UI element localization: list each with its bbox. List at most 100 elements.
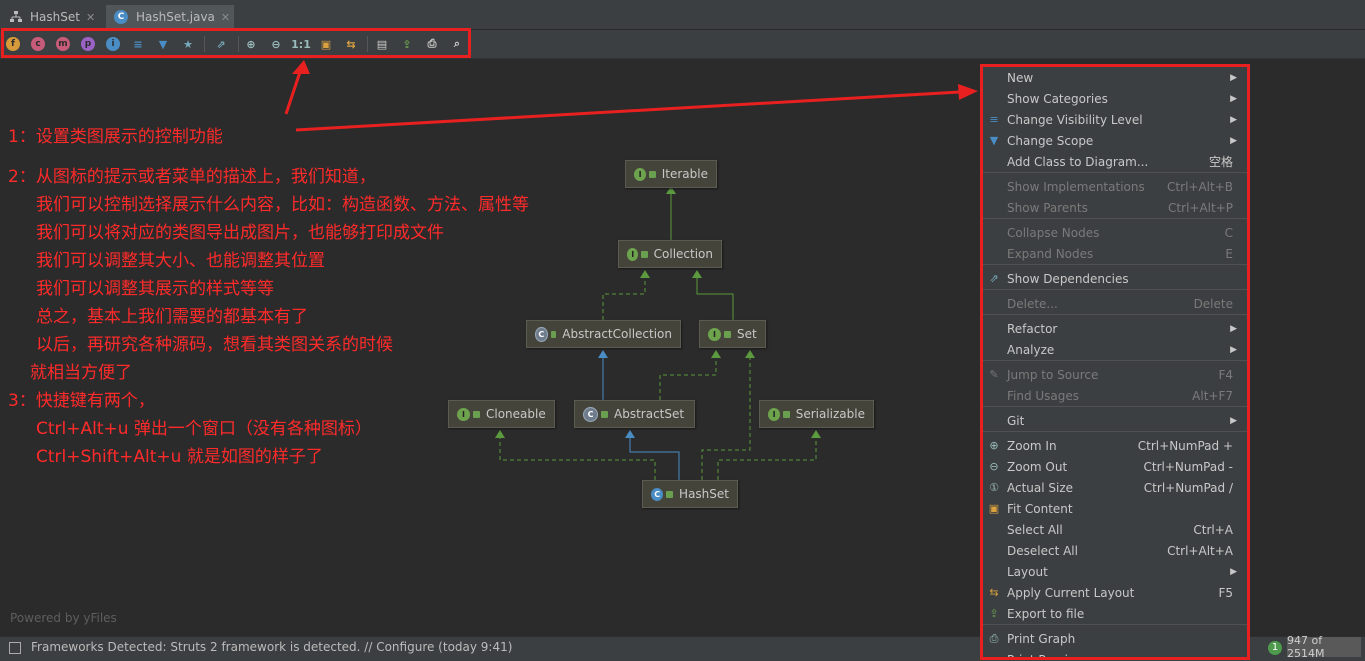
panel-toggle-icon[interactable] xyxy=(9,642,21,654)
node-cloneable[interactable]: I Cloneable xyxy=(448,400,555,428)
node-collection[interactable]: I Collection xyxy=(618,240,722,268)
menu-item-git[interactable]: Git▶ xyxy=(983,410,1247,431)
node-hashset[interactable]: C HashSet xyxy=(642,480,738,508)
inner-classes-toggle-icon: i xyxy=(106,37,120,51)
menu-item-show-categories[interactable]: Show Categories▶ xyxy=(983,88,1247,109)
status-message[interactable]: Frameworks Detected: Struts 2 framework … xyxy=(31,640,513,654)
print-preview-button[interactable]: ⌕ xyxy=(449,36,465,52)
save-button[interactable]: ▤ xyxy=(374,36,390,52)
menu-item-analyze[interactable]: Analyze ▶ xyxy=(983,339,1247,360)
menu-item-refactor[interactable]: Refactor▶ xyxy=(983,318,1247,339)
menu-separator xyxy=(983,172,1247,173)
interface-icon: I xyxy=(627,247,639,261)
constructors-toggle-button[interactable]: c xyxy=(30,36,46,52)
inner-classes-toggle-button[interactable]: i xyxy=(105,36,121,52)
properties-toggle-button[interactable]: p xyxy=(80,36,96,52)
menu-item-label: Add Class to Diagram... xyxy=(1007,154,1149,169)
actual-size-icon: ① xyxy=(989,481,999,494)
menu-item-shortcut: Ctrl+Alt+B xyxy=(1167,179,1233,194)
tab-hashset-diagram[interactable]: HashSet ✕ xyxy=(0,5,104,29)
fit-content-button[interactable]: ▣ xyxy=(318,36,334,52)
abstract-class-icon: C xyxy=(535,326,548,342)
menu-item-fit-content[interactable]: ▣Fit Content xyxy=(983,498,1247,519)
visibility-level-button[interactable]: ≡ xyxy=(130,36,146,52)
menu-item-change-visibility-level[interactable]: ≡Change Visibility Level▶ xyxy=(983,109,1247,130)
lock-icon xyxy=(641,250,648,258)
node-abstractcollection[interactable]: C AbstractCollection xyxy=(526,320,681,348)
zoom-out-button[interactable]: ⊖ xyxy=(268,36,284,52)
menu-item-print-graph[interactable]: ⎙Print Graph xyxy=(983,628,1247,649)
change-scope-button[interactable]: ▼ xyxy=(155,36,171,52)
edge-hashset-set xyxy=(701,356,751,480)
menu-item-shortcut: Ctrl+Alt+A xyxy=(1167,543,1233,558)
toolbar-separator xyxy=(367,36,368,52)
edge-abstractcollection-collection xyxy=(602,276,646,320)
apply-layout-button[interactable]: ⇆ xyxy=(343,36,359,52)
menu-item-label: New xyxy=(1007,70,1034,85)
zoom-in-button[interactable]: ⊕ xyxy=(243,36,259,52)
memory-indicator[interactable]: 947 of 2514M xyxy=(1287,634,1361,660)
annotation-line-9: 就相当方便了 xyxy=(30,363,132,383)
menu-item-label: Expand Nodes xyxy=(1007,246,1094,261)
git-status-icon[interactable]: 1 xyxy=(1268,641,1282,655)
node-label: Iterable xyxy=(661,167,708,181)
menu-item-add-class-to-diagram[interactable]: Add Class to Diagram...空格 xyxy=(983,151,1247,172)
lock-icon xyxy=(724,330,731,338)
menu-separator xyxy=(983,431,1247,432)
export-button[interactable]: ⇪ xyxy=(399,36,415,52)
menu-item-delete[interactable]: Delete...Delete xyxy=(983,293,1247,314)
menu-item-layout[interactable]: Layout▶ xyxy=(983,561,1247,582)
menu-item-change-scope[interactable]: ▼Change Scope▶ xyxy=(983,130,1247,151)
close-icon[interactable]: ✕ xyxy=(220,10,231,24)
tab-hashset-java[interactable]: C HashSet.java ✕ xyxy=(106,5,234,29)
menu-item-label: Change Visibility Level xyxy=(1007,112,1143,127)
interface-icon: I xyxy=(634,167,647,181)
submenu-arrow-icon: ▶ xyxy=(1230,135,1237,146)
annotation-line-7: 总之，基本上我们需要的都基本有了 xyxy=(36,307,308,327)
menu-item-shortcut: F5 xyxy=(1218,585,1233,600)
node-serializable[interactable]: I Serializable xyxy=(759,400,874,428)
submenu-arrow-icon: ▶ xyxy=(1230,415,1237,426)
menu-item-label: Show Parents xyxy=(1007,200,1088,215)
print-button[interactable]: ⎙ xyxy=(424,36,440,52)
export-icon: ⇪ xyxy=(402,37,412,51)
menu-item-new[interactable]: New▶ xyxy=(983,67,1247,88)
export-icon: ⇪ xyxy=(989,607,999,620)
node-abstractset[interactable]: C AbstractSet xyxy=(574,400,695,428)
interface-icon: I xyxy=(457,407,470,421)
menu-item-print-preview[interactable]: ⌕Print Preview xyxy=(983,649,1247,661)
menu-item-show-dependencies[interactable]: ⇗Show Dependencies xyxy=(983,268,1247,289)
menu-item-export-to-file[interactable]: ⇪Export to file xyxy=(983,603,1247,624)
show-dependencies-button[interactable]: ★ xyxy=(180,36,196,52)
fields-toggle-button[interactable]: f xyxy=(5,36,21,52)
save-icon: ▤ xyxy=(376,37,388,51)
arrow-head xyxy=(745,350,755,358)
menu-item-label: Analyze xyxy=(1007,342,1055,357)
node-set[interactable]: I Set xyxy=(699,320,766,348)
menu-item-shortcut: F4 xyxy=(1218,367,1233,382)
layout-button[interactable]: ⇗ xyxy=(213,36,229,52)
lock-icon xyxy=(783,410,790,418)
actual-size-button[interactable]: 1:1 xyxy=(291,36,311,52)
dependencies-icon: ⇗ xyxy=(989,272,999,285)
node-iterable[interactable]: I Iterable xyxy=(625,160,717,188)
close-icon[interactable]: ✕ xyxy=(85,10,96,24)
menu-item-shortcut: Ctrl+NumPad / xyxy=(1143,480,1233,495)
menu-item-label: Apply Current Layout xyxy=(1007,585,1135,600)
powered-by-label: Powered by yFiles xyxy=(10,611,117,625)
submenu-arrow-icon: ▶ xyxy=(1230,344,1237,355)
methods-toggle-button[interactable]: m xyxy=(55,36,71,52)
